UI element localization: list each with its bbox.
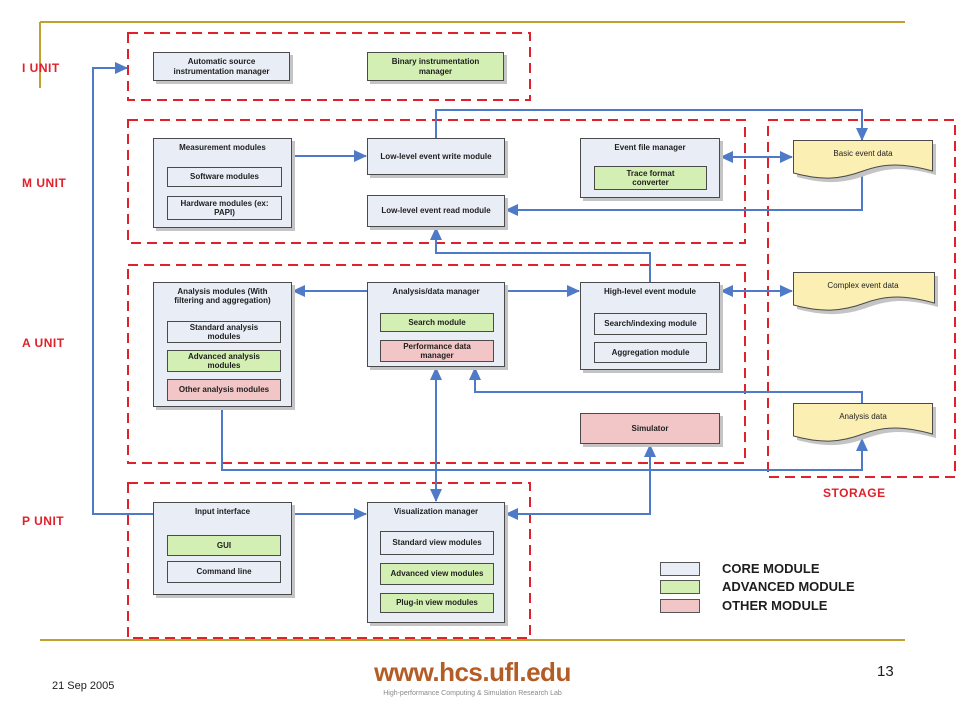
trace-format-converter: Trace format converter — [594, 166, 707, 190]
analysis-modules: Analysis modules (With filtering and agg… — [153, 282, 292, 407]
logo-text: www.hcs.ufl.edu — [374, 657, 571, 687]
event-file-manager: Event file manager Trace format converte… — [580, 138, 720, 198]
complex-event-data: Complex event data — [793, 272, 939, 316]
arrow-input-to-i-unit — [92, 62, 153, 515]
event-file-manager-title: Event file manager — [614, 143, 686, 152]
p-unit-label: P UNIT — [22, 514, 65, 528]
high-level-event-module: High-level event module Search/indexing … — [580, 282, 720, 370]
i-unit-region — [127, 32, 531, 101]
page-number: 13 — [877, 663, 894, 680]
software-modules: Software modules — [167, 167, 282, 187]
legend-other-label: OTHER MODULE — [722, 598, 828, 613]
standard-view-modules: Standard view modules — [380, 531, 494, 555]
analysis-modules-title: Analysis modules (With filtering and agg… — [174, 287, 271, 306]
arrow-write-to-basic-data — [435, 109, 868, 141]
arrow-basic-data-to-read — [505, 176, 863, 216]
m-unit-label: M UNIT — [22, 176, 67, 190]
legend-core-label: CORE MODULE — [722, 561, 820, 576]
arrow-high-level-to-read — [430, 227, 651, 282]
analysis-data-label: Analysis data — [839, 412, 887, 421]
other-analysis-modules: Other analysis modules — [167, 379, 281, 401]
hardware-modules: Hardware modules (ex: PAPI) — [167, 196, 282, 220]
binary-instrumentation-manager: Binary instrumentation manager — [367, 52, 504, 81]
analysis-data: Analysis data — [793, 403, 939, 447]
advanced-analysis-modules: Advanced analysis modules — [167, 350, 281, 372]
search-indexing-module: Search/indexing module — [594, 313, 707, 335]
aggregation-module: Aggregation module — [594, 342, 707, 363]
basic-event-data: Basic event data — [793, 140, 939, 184]
legend-other-swatch — [660, 599, 700, 613]
low-level-event-read-module: Low-level event read module — [367, 195, 505, 227]
legend-advanced-swatch — [660, 580, 700, 594]
legend-advanced-label: ADVANCED MODULE — [722, 579, 855, 594]
complex-event-data-label: Complex event data — [827, 281, 899, 290]
visualization-manager: Visualization manager Standard view modu… — [367, 502, 505, 623]
slide-date: 21 Sep 2005 — [52, 680, 115, 692]
input-interface: Input interface GUI Command line — [153, 502, 292, 595]
automatic-source-instrumentation-manager: Automatic source instrumentation manager — [153, 52, 290, 81]
p-unit-region — [127, 482, 531, 639]
legend-core-swatch — [660, 562, 700, 576]
logo-tagline: High-performance Computing & Simulation … — [383, 690, 562, 697]
low-level-event-write-module: Low-level event write module — [367, 138, 505, 175]
standard-analysis-modules: Standard analysis modules — [167, 321, 281, 343]
input-interface-title: Input interface — [194, 507, 251, 516]
analysis-data-manager-title: Analysis/data manager — [392, 287, 480, 296]
analysis-data-manager: Analysis/data manager Search module Perf… — [367, 282, 505, 367]
search-module: Search module — [380, 313, 494, 332]
advanced-view-modules: Advanced view modules — [380, 563, 494, 585]
a-unit-label: A UNIT — [22, 336, 65, 350]
storage-label: STORAGE — [823, 486, 886, 500]
arrow-simulator-visualization — [505, 444, 656, 520]
performance-data-manager: Performance data manager — [380, 340, 494, 362]
document-icon — [793, 272, 938, 315]
command-line-module: Command line — [167, 561, 281, 583]
simulator: Simulator — [580, 413, 720, 444]
document-icon — [793, 140, 936, 183]
gui-module: GUI — [167, 535, 281, 556]
basic-event-data-label: Basic event data — [833, 149, 893, 158]
high-level-event-module-title: High-level event module — [603, 287, 697, 296]
i-unit-label: I UNIT — [22, 61, 60, 75]
measurement-modules: Measurement modules Software modules Har… — [153, 138, 292, 228]
arrow-analysis-to-analysis-data — [221, 407, 868, 471]
measurement-modules-title: Measurement modules — [179, 143, 266, 152]
arrow-analysis-data-to-manager — [469, 367, 863, 403]
visualization-manager-title: Visualization manager — [393, 507, 479, 516]
plug-in-view-modules: Plug-in view modules — [380, 593, 494, 613]
document-icon — [793, 403, 936, 446]
